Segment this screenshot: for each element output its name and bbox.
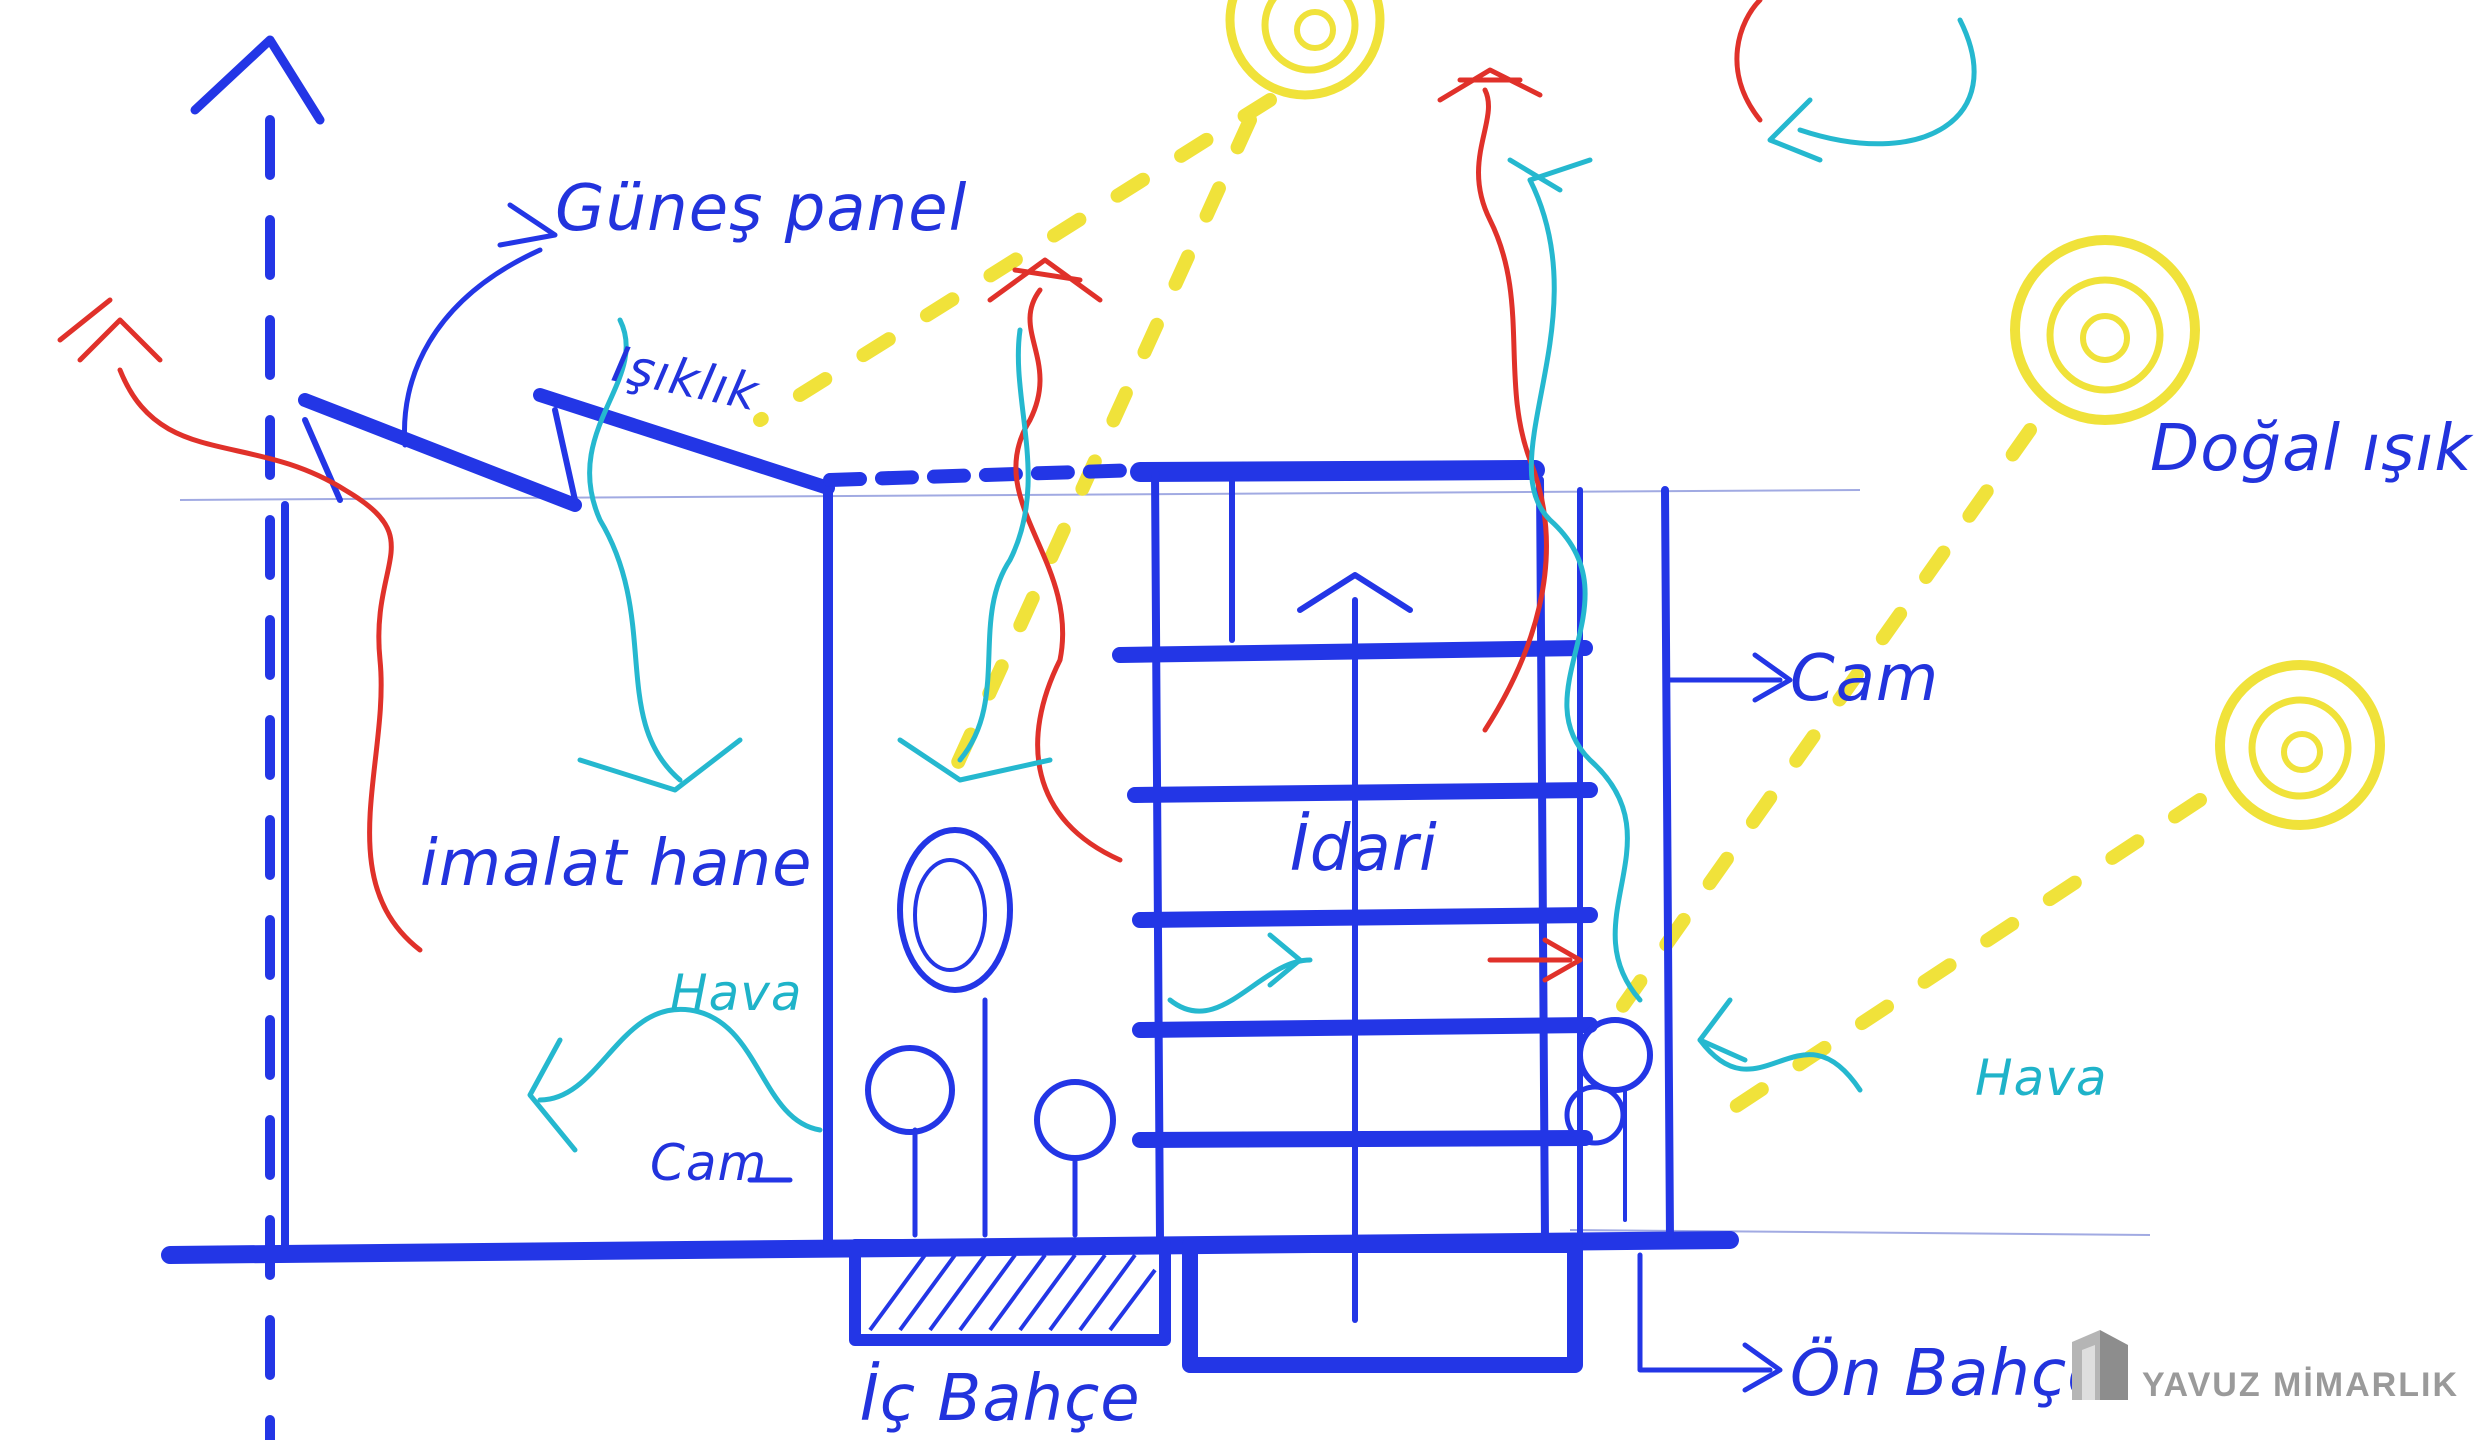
office-label: İdari (1290, 811, 1438, 886)
glass-left-label: Cam (650, 1134, 767, 1192)
sun-icon-middle (2015, 240, 2195, 420)
natural-light-label: Doğal ışık (2150, 412, 2474, 486)
glass-right-label: Cam (1790, 642, 1939, 716)
sun-rays (760, 100, 2200, 1130)
workshop-block (285, 395, 828, 1245)
basement (855, 1245, 1575, 1365)
inner-garden-label: İç Bahçe (860, 1361, 1141, 1436)
workshop-label: imalat hane (420, 827, 813, 901)
watermark-text: YAVUZ MİMARLIK (2142, 1366, 2459, 1404)
warm-air-flows (60, 0, 1760, 980)
front-garden-label: Ön Bahçe (1790, 1336, 2108, 1411)
skylight-label: Işıklık (608, 335, 765, 423)
building-logo-icon (2072, 1330, 2128, 1400)
courtyard-roof-slats (830, 470, 1140, 480)
sun-icon-top (1230, 0, 1380, 95)
air-right-label: Hava (1975, 1049, 2107, 1107)
tree-icon-courtyard (868, 830, 1113, 1235)
hatched-soil (870, 1255, 1155, 1330)
sun-icon-bottom (2220, 665, 2380, 825)
vertical-axis-arrow (195, 40, 320, 1440)
solar-panel-label: Güneş panel (555, 172, 967, 246)
air-left-label: Hava (670, 964, 802, 1022)
